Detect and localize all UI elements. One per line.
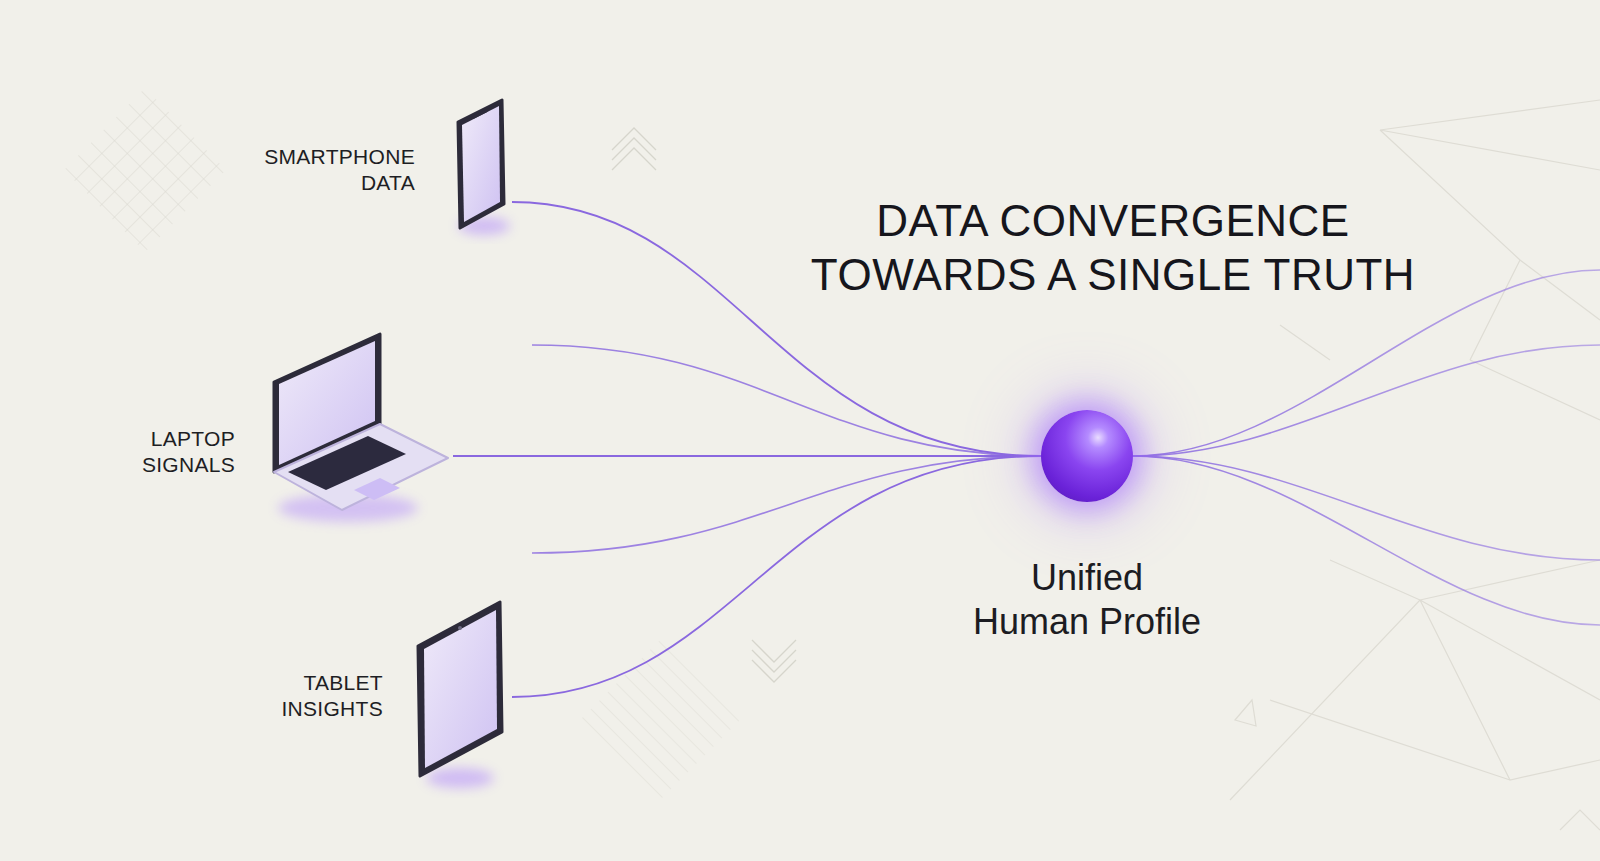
outgoing-flow-lines — [1133, 270, 1600, 625]
device-illustration — [268, 326, 453, 518]
flow-line — [453, 455, 1041, 457]
extra-flow-lines — [532, 345, 1041, 553]
diagram-title: DATA CONVERGENCE TOWARDS A SINGLE TRUTH — [793, 194, 1433, 302]
grid-diamond — [64, 88, 226, 252]
hatch-diamond — [580, 640, 740, 800]
profile-label: Unified Human Profile — [971, 556, 1204, 644]
device-icon: TABLET INSIGHTS — [412, 598, 512, 790]
flow-line — [512, 456, 1041, 697]
device-illustration — [412, 598, 512, 790]
device-illustration — [452, 98, 512, 234]
chevrons — [612, 128, 796, 682]
device-label: LAPTOP SIGNALS — [142, 426, 235, 478]
profile-sphere: Unified Human Profile — [1041, 410, 1133, 502]
device-icon: SMARTPHONE DATA — [452, 98, 512, 234]
device-label: TABLET INSIGHTS — [281, 670, 383, 722]
device-label: SMARTPHONE DATA — [264, 144, 415, 196]
device-icon: LAPTOP SIGNALS — [268, 326, 453, 518]
